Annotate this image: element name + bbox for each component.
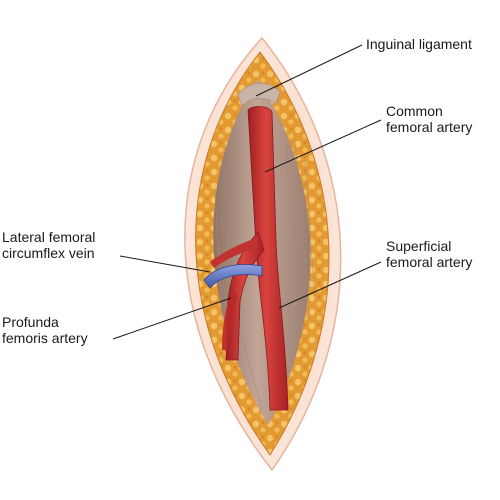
leader-profunda-femoris-artery (112, 297, 232, 340)
leader-lateral-circumflex-vein (119, 255, 211, 273)
leader-common-femoral-artery (264, 119, 382, 173)
leader-inguinal-ligament (255, 44, 363, 97)
label-inguinal-ligament: Inguinal ligament (366, 36, 472, 52)
profunda-secondary-branch (222, 290, 238, 350)
common-femoral-artery (247, 106, 289, 411)
label-superficial-femoral-artery: Superficial femoral artery (386, 238, 473, 270)
lateral-arterial-branch (210, 238, 258, 268)
label-profunda-femoris-artery: Profunda femoris artery (2, 314, 88, 346)
label-lateral-femoral-circumflex-vein: Lateral femoral circumflex vein (2, 229, 96, 261)
leader-lines (112, 44, 382, 340)
lateral-femoral-circumflex-vein (203, 264, 263, 289)
leader-superficial-femoral-artery (278, 261, 382, 309)
label-common-femoral-artery: Common femoral artery (386, 103, 473, 135)
